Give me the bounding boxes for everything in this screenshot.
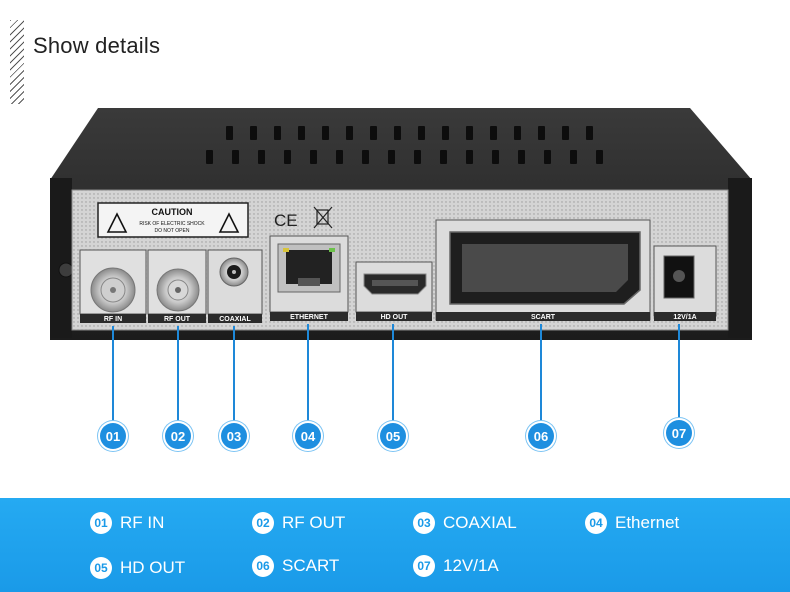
- callout-line: [177, 326, 179, 423]
- legend-item: 03 COAXIAL: [413, 512, 517, 534]
- callout-badge: 02: [165, 423, 191, 449]
- weee-bin-icon: [313, 206, 333, 229]
- callout-badge: 01: [100, 423, 126, 449]
- callout-line: [678, 324, 680, 420]
- legend-item: 07 12V/1A: [413, 555, 499, 577]
- legend-label: HD OUT: [120, 558, 186, 577]
- callout-badge: 03: [221, 423, 247, 449]
- caution-line2: DO NOT OPEN: [155, 228, 190, 234]
- callout-badge: 06: [528, 423, 554, 449]
- port-label-strip: [148, 314, 206, 323]
- legend-number: 06: [252, 555, 274, 577]
- rf-out-port: [147, 249, 207, 315]
- page-title: Show details: [33, 33, 161, 58]
- legend-label: 12V/1A: [443, 556, 499, 575]
- caution-title: CAUTION: [152, 207, 193, 217]
- hd-out-port: [355, 261, 433, 313]
- scart-port: [435, 219, 651, 321]
- ce-mark: CE: [274, 211, 298, 230]
- legend-label: Ethernet: [615, 513, 680, 532]
- legend-label: RF OUT: [282, 513, 346, 532]
- legend-number: 02: [252, 512, 274, 534]
- callout-line: [307, 324, 309, 423]
- port-label: SCART: [531, 314, 556, 321]
- callout-line: [392, 324, 394, 423]
- port-label-strip: [436, 312, 650, 321]
- callout-line: [540, 324, 542, 423]
- legend-item: 01 RF IN: [90, 512, 164, 534]
- rf-in-port: [79, 249, 147, 315]
- legend-number: 05: [90, 557, 112, 579]
- port-label: RF OUT: [164, 316, 191, 323]
- port-label-strip: [654, 312, 716, 321]
- callout-line: [112, 326, 114, 423]
- legend-label: RF IN: [120, 513, 165, 532]
- port-label-strip: [356, 312, 432, 321]
- port-label: ETHERNET: [290, 314, 328, 321]
- port-label-strip: [80, 314, 146, 323]
- callout-badge: 05: [380, 423, 406, 449]
- caution-line1: RISK OF ELECTRIC SHOCK: [139, 221, 205, 227]
- port-label-strip: [208, 314, 262, 323]
- legend-label: SCART: [282, 556, 340, 575]
- callout-badge: 04: [295, 423, 321, 449]
- port-label: COAXIAL: [219, 316, 251, 323]
- vent-slots: [206, 126, 603, 164]
- hatch-decoration: [10, 20, 24, 104]
- callout-badge: 07: [666, 420, 692, 446]
- port-label-strip: [270, 312, 348, 321]
- legend-number: 01: [90, 512, 112, 534]
- port-label: RF IN: [104, 316, 122, 323]
- legend-number: 04: [585, 512, 607, 534]
- power-jack-port: [653, 245, 717, 317]
- legend-item: 05 HD OUT: [90, 557, 185, 579]
- legend-item: 06 SCART: [252, 555, 339, 577]
- legend-label: COAXIAL: [443, 513, 517, 532]
- set-top-box-rear-view: CAUTION RISK OF ELECTRIC SHOCK DO NOT OP…: [50, 108, 752, 340]
- callout-line: [233, 326, 235, 423]
- port-label: HD OUT: [381, 314, 409, 321]
- coaxial-port: [207, 249, 263, 315]
- caution-sticker: CAUTION RISK OF ELECTRIC SHOCK DO NOT OP…: [97, 202, 249, 238]
- legend-number: 03: [413, 512, 435, 534]
- port-label: 12V/1A: [673, 314, 696, 321]
- legend-number: 07: [413, 555, 435, 577]
- legend-item: 02 RF OUT: [252, 512, 345, 534]
- legend-band: [0, 498, 790, 592]
- legend-item: 04 Ethernet: [585, 512, 679, 534]
- ethernet-port: [269, 235, 349, 313]
